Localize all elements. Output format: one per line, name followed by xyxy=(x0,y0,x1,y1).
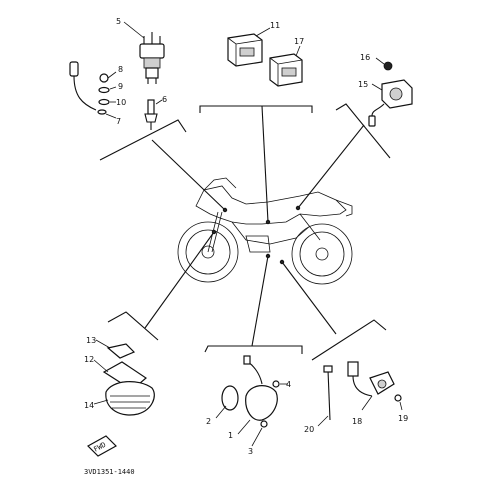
callout-1: 1 xyxy=(228,431,233,440)
leader-lines xyxy=(99,103,391,361)
switch-assembly-group xyxy=(317,361,403,427)
rear-wheel xyxy=(291,223,353,285)
front-wheel xyxy=(177,221,239,283)
callout-19: 19 xyxy=(398,414,408,423)
callout-18: 18 xyxy=(352,417,362,426)
connector xyxy=(347,361,359,377)
cable-tie xyxy=(327,369,331,421)
callout-3: 3 xyxy=(248,447,253,456)
bolt xyxy=(99,73,109,83)
sensor xyxy=(147,99,155,115)
callout-2: 2 xyxy=(206,417,211,426)
callout-11: 11 xyxy=(270,21,280,30)
leader-top-center xyxy=(261,105,269,223)
callout-5: 5 xyxy=(116,17,121,26)
bracket-top-center xyxy=(199,105,313,113)
sender-group xyxy=(69,21,165,130)
wire-connector xyxy=(69,61,79,77)
bracket-bottom-right xyxy=(311,319,387,361)
leader-top-right xyxy=(297,124,365,209)
leader-top-left xyxy=(151,139,226,211)
callout-6: 6 xyxy=(162,95,167,104)
callout-16: 16 xyxy=(360,53,370,62)
callout-labels: 5 8 9 10 7 6 11 17 16 15 13 12 14 4 2 1 … xyxy=(84,17,408,456)
switch-group xyxy=(368,57,413,127)
callout-8: 8 xyxy=(118,65,123,74)
callout-20: 20 xyxy=(304,425,314,434)
drawing-code: 3VD1351-1440 xyxy=(84,468,135,476)
callout-15: 15 xyxy=(358,80,368,89)
fwd-arrow: FWD xyxy=(87,435,117,457)
leader-bottom-left xyxy=(144,231,215,329)
callout-13: 13 xyxy=(86,336,96,345)
callout-9: 9 xyxy=(118,82,123,91)
gasket xyxy=(221,385,239,411)
leader-bottom-center xyxy=(251,255,269,347)
bracket-plate xyxy=(106,343,136,359)
callout-14: 14 xyxy=(84,401,94,410)
fwd-arrow-shape xyxy=(87,435,117,457)
callout-12: 12 xyxy=(84,355,94,364)
bracket-top-left xyxy=(99,119,187,161)
callout-10: 10 xyxy=(116,98,126,107)
sensor-unit xyxy=(245,385,278,421)
horn-bracket-group xyxy=(93,339,155,416)
switch-body xyxy=(139,43,165,59)
bracket-bottom-left xyxy=(107,311,159,341)
motorcycle-outline xyxy=(177,177,353,285)
sensor-unit-group xyxy=(215,355,288,447)
relay-group xyxy=(227,27,303,87)
callout-7: 7 xyxy=(116,117,121,126)
horn xyxy=(105,381,155,416)
knob xyxy=(383,61,393,71)
bracket-top-right xyxy=(335,103,391,159)
callout-4: 4 xyxy=(286,380,291,389)
leader-bottom-right xyxy=(281,261,337,335)
callout-17: 17 xyxy=(294,37,304,46)
bracket-bottom-center xyxy=(204,345,303,354)
